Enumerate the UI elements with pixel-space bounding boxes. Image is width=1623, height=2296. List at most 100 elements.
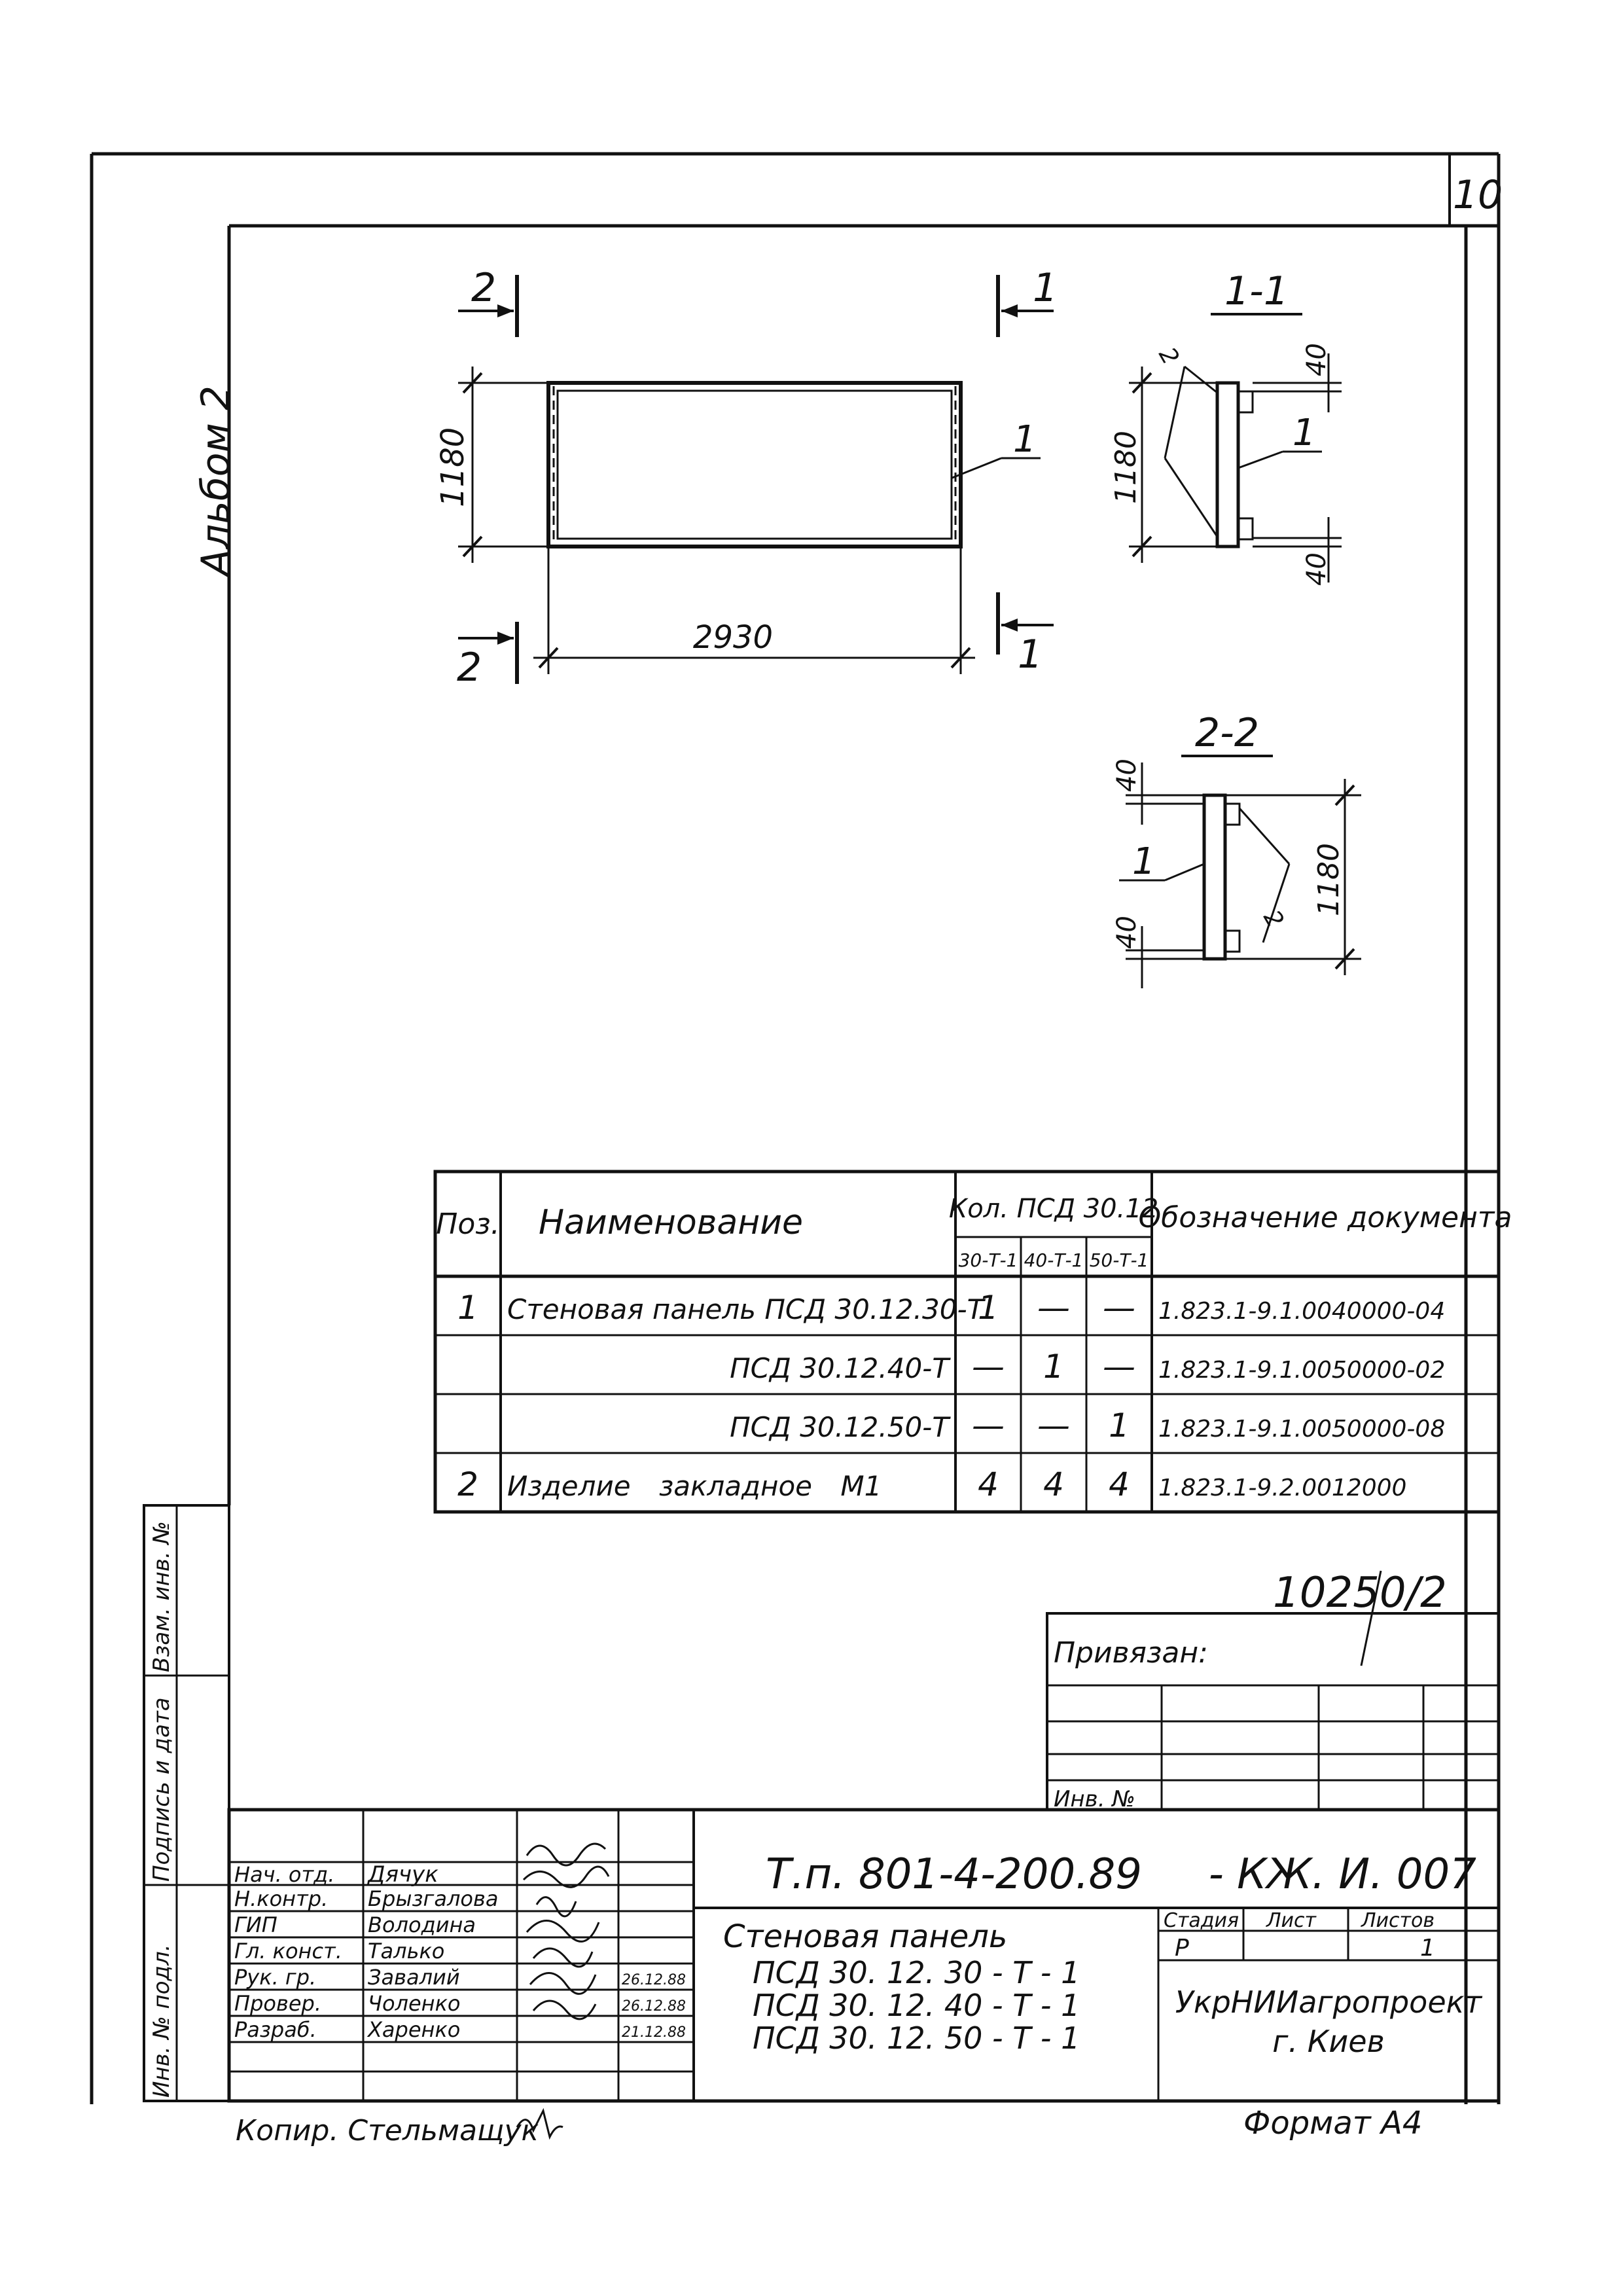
- title-line-4: ПСД 30. 12. 50 - Т - 1: [753, 2020, 1080, 2056]
- callout-s11-pos-1: 1: [1293, 412, 1316, 454]
- staff-name: Брызгалова: [368, 1886, 498, 1911]
- staff-name: Завалий: [368, 1965, 460, 1990]
- binding-number: 10250/2: [1273, 1569, 1447, 1617]
- panel-inner-outline: [556, 389, 953, 540]
- cut-2-bottom-label: 2: [457, 645, 482, 691]
- binding-block: Привязан: Инв. №: [1046, 1612, 1500, 1812]
- spec-row-q2: 4: [1043, 1465, 1064, 1503]
- staff-role: ГИП: [234, 1912, 277, 1937]
- stage-value: Р: [1175, 1935, 1189, 1962]
- staff-row: Н.контр. Брызгалова: [234, 1886, 498, 1911]
- section-1-1: 1-1 1180 40 40 1 2: [1109, 268, 1342, 586]
- staff-role: Гл. конст.: [234, 1939, 342, 1964]
- org-line-2: г. Киев: [1272, 2024, 1384, 2059]
- spec-row-q2: 1: [1043, 1348, 1064, 1386]
- staff-role: Нач. отд.: [234, 1862, 334, 1887]
- spec-header-name: Наименование: [539, 1203, 803, 1242]
- sheets-label: Листов: [1361, 1909, 1435, 1932]
- side-stamp-field-1: Взам. инв. №: [149, 1521, 175, 1672]
- staff-date: 21.12.88: [622, 2024, 686, 2041]
- staff-name: Чоленко: [368, 1991, 460, 2016]
- binding-inv-label: Инв. №: [1054, 1786, 1135, 1812]
- main-panel-view: 1180 2930 1: [435, 367, 1041, 674]
- staff-row: Провер. Чоленко 26.12.88: [234, 1991, 686, 2016]
- spec-row-q1: —: [972, 1407, 1005, 1444]
- section-2-2: 2-2 1180 40 40 1 2: [1112, 710, 1361, 988]
- cut-1-bottom-label: 1: [1018, 632, 1043, 677]
- cut-2-markers: 2 2: [457, 265, 519, 691]
- section-1-1-title: 1-1: [1224, 268, 1289, 314]
- sheet-label: Лист: [1266, 1909, 1317, 1932]
- spec-row-q3: 4: [1109, 1465, 1130, 1503]
- dim-s22-height: 1180: [1312, 843, 1346, 916]
- spec-header-doc: Обозначение документа: [1139, 1201, 1512, 1234]
- spec-row: 1 Стеновая панель ПСД 30.12.30-Т 1 — — 1…: [457, 1289, 1445, 1327]
- spec-table: Поз. Наименование Кол. ПСД 30.12 30-Т-1 …: [433, 1170, 1512, 1514]
- staff-name: Дячук: [366, 1861, 438, 1888]
- staff-name: Харенко: [366, 2017, 460, 2042]
- dim-s11-top: 40: [1302, 343, 1332, 376]
- binding-label: Привязан:: [1054, 1636, 1208, 1670]
- dim-main-height: 1180: [435, 427, 471, 507]
- spec-row-name: Изделие закладное М1: [507, 1470, 882, 1502]
- staff-row: ГИП Володина: [234, 1912, 476, 1937]
- cut-2-top-label: 2: [471, 265, 496, 311]
- title-line-2: ПСД 30. 12. 30 - Т - 1: [753, 1955, 1080, 1990]
- spec-header-qty: Кол. ПСД 30.12: [949, 1194, 1158, 1224]
- stage-label: Стадия: [1164, 1909, 1239, 1932]
- dim-s11-bottom: 40: [1302, 552, 1332, 586]
- staff-role: Н.контр.: [234, 1886, 328, 1911]
- spec-row-q2: —: [1037, 1289, 1070, 1327]
- dim-s22-top: 40: [1112, 759, 1142, 792]
- doc-code: Т.п. 801-4-200.89 - КЖ. И. 007: [766, 1850, 1476, 1899]
- spec-row-doc: 1.823.1-9.1.0050000-02: [1158, 1357, 1445, 1384]
- spec-row: ПСД 30.12.50-Т — — 1 1.823.1-9.1.0050000…: [730, 1407, 1445, 1444]
- spec-row-doc: 1.823.1-9.2.0012000: [1158, 1475, 1406, 1501]
- title-block: Т.п. 801-4-200.89 - КЖ. И. 007 Нач. отд.…: [227, 1808, 1501, 2103]
- spec-row-q1: —: [972, 1348, 1005, 1386]
- callout-s22-pos-1: 1: [1132, 840, 1156, 883]
- staff-role: Рук. гр.: [234, 1965, 316, 1990]
- section-2-2-title: 2-2: [1195, 710, 1259, 756]
- staff-row: Нач. отд. Дячук: [234, 1861, 438, 1888]
- spec-header-qty-sub-3: 50-Т-1: [1090, 1249, 1149, 1271]
- dim-s11-height: 1180: [1109, 431, 1143, 504]
- sheet-number: 10: [1453, 172, 1503, 218]
- callout-s22-pos-2: 2: [1258, 906, 1289, 932]
- spec-row-q1: 4: [978, 1465, 999, 1503]
- staff-row: Рук. гр. Завалий 26.12.88: [234, 1965, 686, 1990]
- spec-row-pos: 1: [457, 1289, 478, 1327]
- staff-row: Разраб. Харенко 21.12.88: [234, 2017, 686, 2042]
- panel-outline: [546, 381, 963, 548]
- spec-row-pos: 2: [457, 1465, 478, 1503]
- dim-main-length: 2930: [693, 619, 773, 656]
- spec-row: ПСД 30.12.40-Т — 1 — 1.823.1-9.1.0050000…: [730, 1348, 1445, 1386]
- spec-row-doc: 1.823.1-9.1.0040000-04: [1158, 1298, 1445, 1325]
- format-label: Формат А4: [1243, 2105, 1422, 2142]
- sheet-frame: [90, 152, 1501, 2104]
- cut-1-markers: 1 1: [996, 265, 1058, 677]
- spec-row-doc: 1.823.1-9.1.0050000-08: [1158, 1416, 1445, 1443]
- spec-row-q3: —: [1103, 1289, 1135, 1327]
- spec-row-q3: —: [1103, 1348, 1135, 1386]
- staff-date: 26.12.88: [622, 1972, 686, 1988]
- staff-name: Талько: [368, 1939, 444, 1964]
- sheets-value: 1: [1420, 1935, 1435, 1962]
- staff-role: Разраб.: [234, 2017, 317, 2042]
- staff-role: Провер.: [234, 1991, 321, 2016]
- album-label: Альбом 2: [193, 386, 239, 579]
- copier-signature: [516, 2108, 563, 2140]
- spec-header-pos: Поз.: [436, 1208, 499, 1241]
- staff-name: Володина: [368, 1912, 476, 1937]
- staff-row: Гл. конст. Талько: [234, 1939, 444, 1964]
- cut-1-top-label: 1: [1033, 265, 1058, 311]
- spec-row-name: Стеновая панель ПСД 30.12.30-Т: [507, 1293, 986, 1325]
- signatures: [522, 1842, 610, 2020]
- spec-row-q2: —: [1037, 1407, 1070, 1444]
- spec-row-q3: 1: [1109, 1407, 1130, 1444]
- spec-header-qty-sub-1: 30-Т-1: [959, 1249, 1018, 1271]
- org-line-1: УкрНИИагропроект: [1175, 1984, 1483, 2020]
- spec-row-name: ПСД 30.12.50-Т: [730, 1411, 951, 1443]
- side-stamp: Взам. инв. № Подпись и дата Инв. № подл.: [143, 1504, 230, 2102]
